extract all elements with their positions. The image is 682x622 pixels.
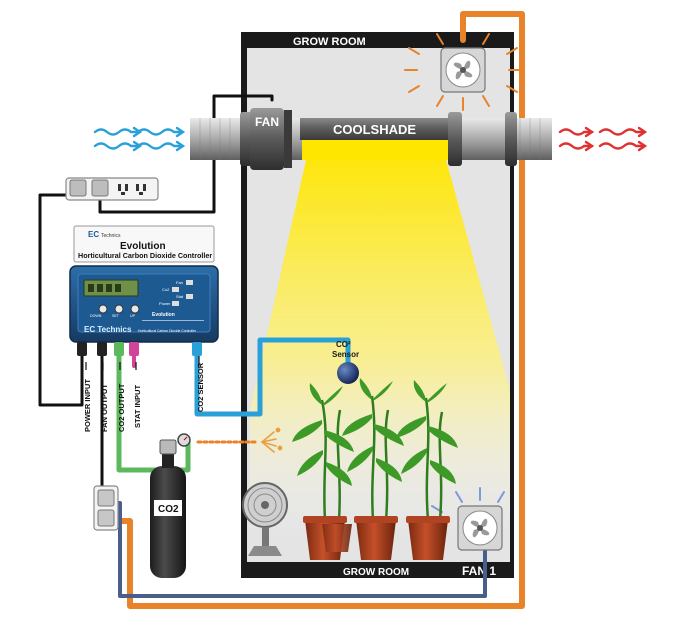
port-labels: POWER INPUT FAN OUTPUT CO2 OUTPUT STAT I… xyxy=(83,362,205,432)
duct-collar-right xyxy=(505,112,517,166)
co2-sensor: CO² Sensor xyxy=(332,340,359,384)
coolshade-body xyxy=(300,118,450,140)
plants xyxy=(292,378,458,560)
fan-output-label: FAN OUTPUT xyxy=(100,384,109,432)
controller-ports xyxy=(77,342,202,356)
key-up-label: UP xyxy=(130,314,136,318)
ind-label-power: Power xyxy=(159,301,171,306)
co2-output-cable xyxy=(116,352,191,473)
extractor-fan-icon-bottom xyxy=(427,487,505,551)
fan1-label: FAN 1 xyxy=(462,564,496,578)
fan-top-air xyxy=(404,33,522,111)
key-down-label: DOWN xyxy=(90,314,102,318)
front-text: Horticultural Carbon Dioxide Controller xyxy=(138,329,197,333)
extension-outlet xyxy=(93,485,119,531)
stat-input-label: STAT INPUT xyxy=(133,385,142,428)
red-air-arrows-icon xyxy=(558,126,648,152)
port-arrows xyxy=(85,356,200,370)
duct-system: FAN COOLSHADE xyxy=(190,108,552,170)
regulator xyxy=(159,439,177,455)
duct-ribs xyxy=(199,118,541,160)
front-brand: EC Technics xyxy=(84,325,132,334)
ind-label-fan: Fan xyxy=(176,280,183,285)
co2-controller: Fan Co2 Stat Power DOWN SET UP Evolution… xyxy=(69,265,219,356)
cylinder-label: CO2 xyxy=(158,504,179,515)
blue-air-arrows-icon xyxy=(93,126,186,152)
sensor-label-2: Sensor xyxy=(332,350,359,359)
product-name: Evolution xyxy=(120,241,166,252)
key-set-label: SET xyxy=(112,314,120,318)
ind-label-co2: Co2 xyxy=(162,287,170,292)
co2-cylinder: CO2 xyxy=(150,433,191,578)
controller-keys xyxy=(98,304,140,314)
co2-output-label: CO2 OUTPUT xyxy=(117,383,126,432)
power-input-label: POWER INPUT xyxy=(83,379,92,432)
sensor-label-1: CO² xyxy=(336,340,351,349)
plant-stems xyxy=(320,395,444,521)
fan-flange xyxy=(284,110,292,168)
controller-power-cable xyxy=(38,193,84,407)
co2-gas-puff xyxy=(261,427,283,453)
coolshade-label: COOLSHADE xyxy=(333,122,416,137)
brand-small: Technics xyxy=(101,233,121,239)
brand-mark: EC xyxy=(88,230,99,239)
controller-indicators xyxy=(172,280,193,306)
inline-fan xyxy=(250,108,284,170)
wall-socket xyxy=(65,177,159,201)
orange-cable xyxy=(107,11,525,609)
duct-collar-left xyxy=(240,112,252,166)
extractor-fan-icon xyxy=(404,33,522,111)
coolshade-lamp xyxy=(302,140,448,160)
room-top-label: GROW ROOM xyxy=(293,36,366,48)
room-bottom-label: GROW ROOM xyxy=(343,567,409,578)
plant-leaves xyxy=(292,378,458,486)
sensor-cable xyxy=(194,337,351,417)
front-model: Evolution xyxy=(152,312,175,318)
product-subtitle: Horticultural Carbon Dioxide Controller xyxy=(78,251,212,260)
co2-sensor-label: CO2 SENSOR xyxy=(196,362,205,412)
inline-fan-label: FAN xyxy=(255,115,279,129)
desk-fan-icon xyxy=(242,482,288,556)
controller-label-panel: EC Technics Evolution Horticultural Carb… xyxy=(73,225,215,263)
coolshade-collar xyxy=(448,112,462,166)
ind-label-stat: Stat xyxy=(176,294,184,299)
plant-pot-icon xyxy=(303,516,450,560)
